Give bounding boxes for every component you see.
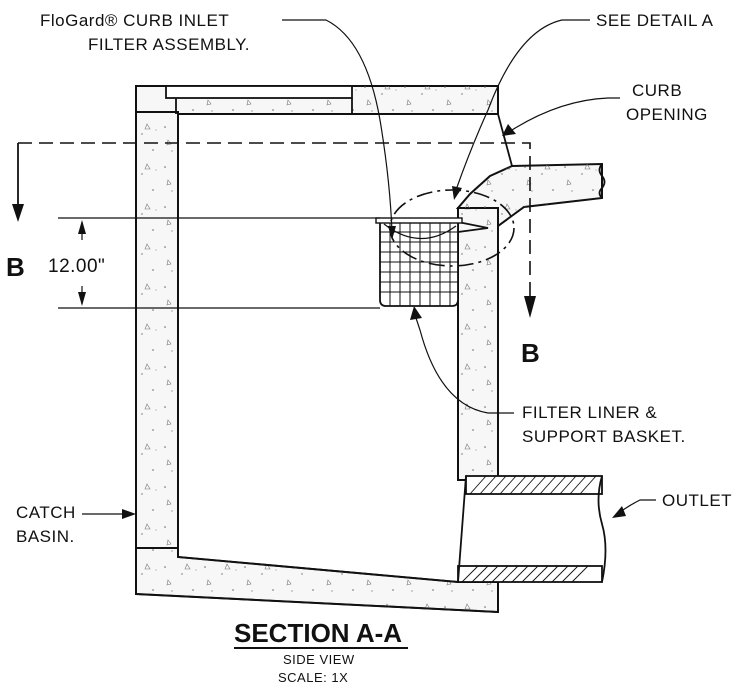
side-view-label: SIDE VIEW	[283, 652, 355, 667]
filter-basket	[375, 217, 489, 307]
section-line-b	[12, 142, 536, 318]
section-title: SECTION A-A	[234, 618, 402, 648]
outlet-pipe	[457, 475, 607, 583]
scale-label: SCALE: 1X	[278, 670, 348, 685]
filter-label-line2: SUPPORT BASKET.	[522, 427, 686, 446]
filter-label-line1: FILTER LINER &	[522, 403, 657, 422]
curb-opening-line2: OPENING	[626, 105, 708, 124]
leader-lines	[82, 19, 656, 519]
catch-basin-structure	[135, 85, 499, 614]
dimension-label: 12.00"	[48, 256, 105, 277]
flogard-label-line2: FILTER ASSEMBLY.	[88, 35, 250, 54]
catch-basin-line1: CATCH	[16, 503, 76, 522]
section-b-left-label: B	[6, 252, 25, 282]
cover-plate	[165, 85, 353, 99]
curb-inlet-throat	[455, 113, 606, 228]
dimension-12in	[58, 217, 380, 309]
see-detail-label: SEE DETAIL A	[596, 11, 714, 30]
catch-basin-line2: BASIN.	[16, 527, 75, 546]
outlet-label: OUTLET	[662, 491, 732, 510]
flogard-label-line1: FloGard® CURB INLET	[40, 11, 229, 30]
curb-opening-line1: CURB	[632, 81, 682, 100]
section-b-right-label: B	[521, 338, 540, 368]
